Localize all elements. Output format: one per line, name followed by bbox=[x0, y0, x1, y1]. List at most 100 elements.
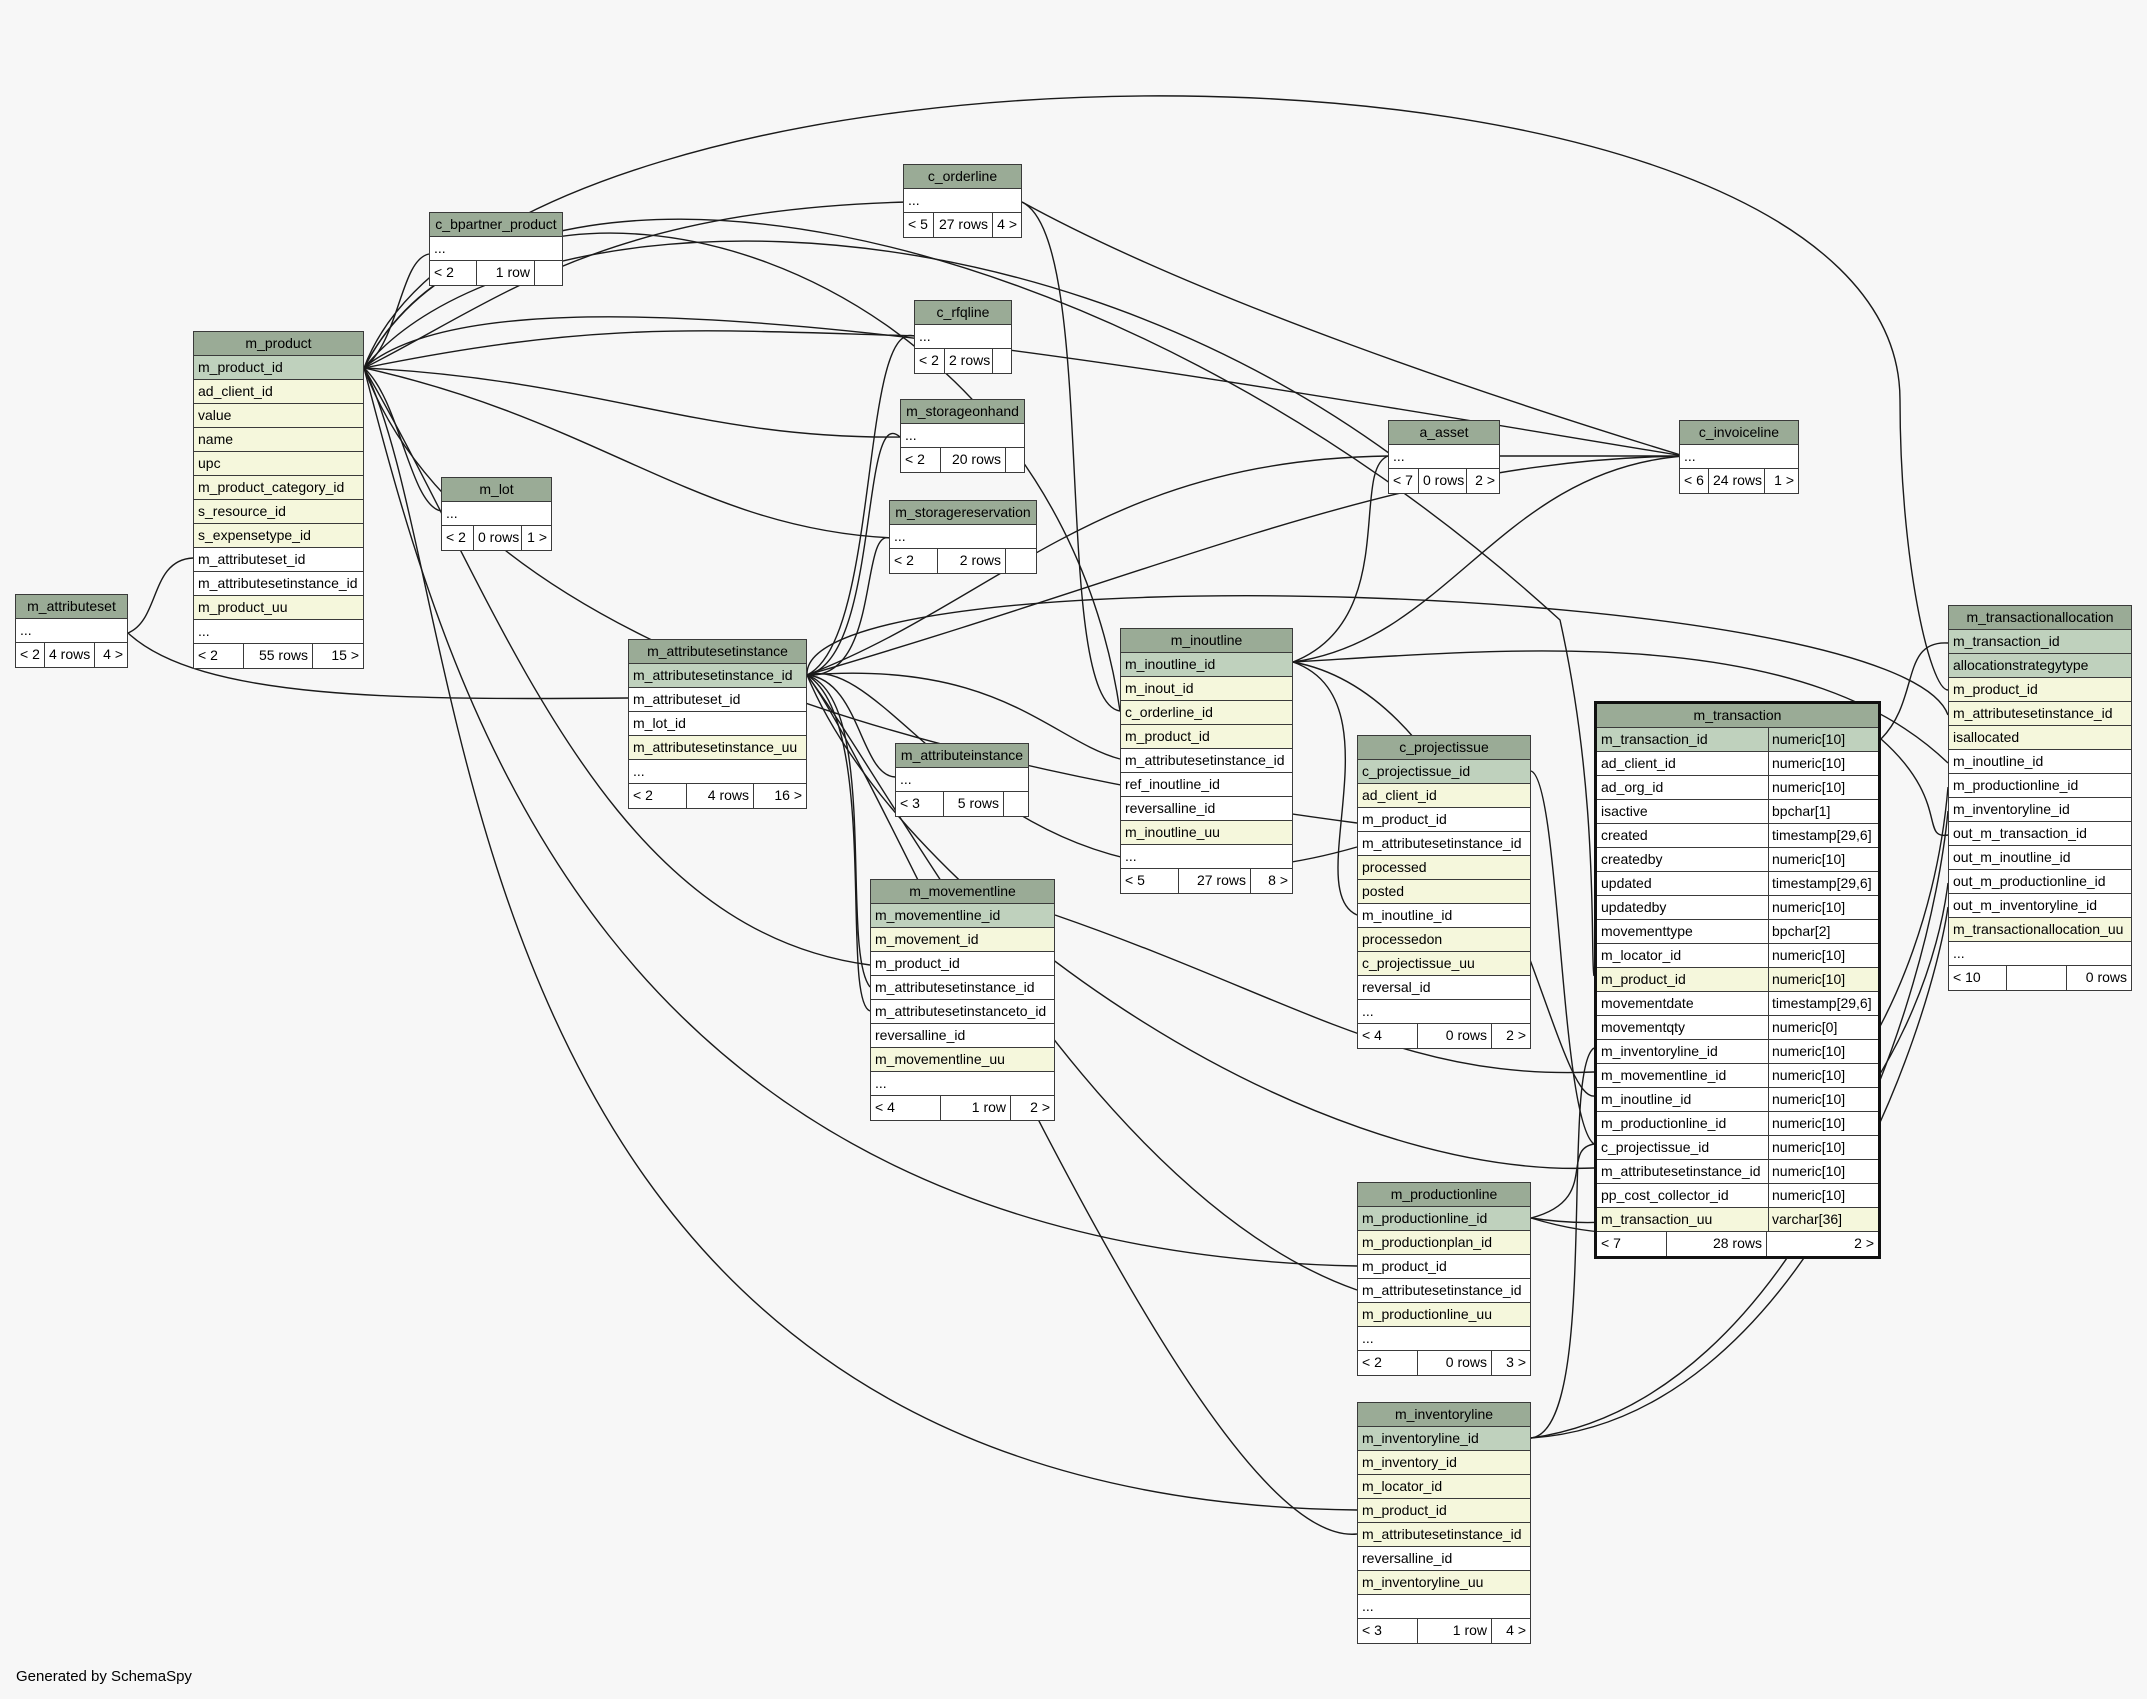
column-row[interactable]: m_attributesetinstance_id bbox=[1949, 702, 2131, 726]
table-header[interactable]: m_attributesetinstance bbox=[629, 640, 806, 664]
column-row[interactable]: ... bbox=[1358, 1000, 1530, 1024]
column-row[interactable]: m_product_id bbox=[1358, 808, 1530, 832]
parents-link[interactable]: < 4 bbox=[1358, 1024, 1418, 1048]
column-row[interactable]: c_projectissue_id bbox=[1358, 760, 1530, 784]
parents-link[interactable]: < 3 bbox=[896, 792, 944, 816]
table-header[interactable]: c_orderline bbox=[904, 165, 1021, 189]
table-header[interactable]: c_projectissue bbox=[1358, 736, 1530, 760]
column-row[interactable]: m_attributesetinstance_id bbox=[629, 664, 806, 688]
column-row[interactable]: m_attributesetinstanceto_id bbox=[871, 1000, 1054, 1024]
column-row[interactable]: m_productionline_uu bbox=[1358, 1303, 1530, 1327]
table-header[interactable]: m_inoutline bbox=[1121, 629, 1292, 653]
column-row[interactable]: c_orderline_id bbox=[1121, 701, 1292, 725]
children-link[interactable] bbox=[535, 261, 562, 285]
children-link[interactable]: 15 > bbox=[331, 647, 359, 663]
column-row[interactable]: out_m_transaction_id bbox=[1949, 822, 2131, 846]
table-header[interactable]: m_attributeinstance bbox=[896, 744, 1028, 768]
column-row[interactable]: ... bbox=[430, 237, 562, 261]
parents-link[interactable]: < 2 bbox=[629, 784, 687, 808]
children-link[interactable]: 16 > bbox=[774, 787, 802, 803]
children-link[interactable] bbox=[1006, 448, 1024, 472]
column-row[interactable]: out_m_productionline_id bbox=[1949, 870, 2131, 894]
column-row[interactable]: isallocated bbox=[1949, 726, 2131, 750]
column-row[interactable]: ... bbox=[890, 525, 1036, 549]
children-link[interactable]: 1 > bbox=[1774, 472, 1794, 488]
table-header[interactable]: m_storagereservation bbox=[890, 501, 1036, 525]
column-row[interactable]: posted bbox=[1358, 880, 1530, 904]
children-link[interactable]: 1 > bbox=[527, 529, 547, 545]
column-row[interactable]: ad_client_id bbox=[194, 380, 363, 404]
column-row[interactable]: m_attributesetinstance_id bbox=[1358, 1279, 1530, 1303]
column-row[interactable]: m_product_id bbox=[871, 952, 1054, 976]
children-link[interactable] bbox=[1006, 549, 1036, 573]
column-row[interactable]: m_inventoryline_id bbox=[1949, 798, 2131, 822]
parents-link[interactable]: < 7 bbox=[1597, 1232, 1667, 1256]
children-link[interactable]: 3 > bbox=[1506, 1354, 1526, 1370]
children-link[interactable]: 8 > bbox=[1268, 872, 1288, 888]
column-row[interactable]: m_product_uu bbox=[194, 596, 363, 620]
column-row[interactable]: m_inventoryline_uu bbox=[1358, 1571, 1530, 1595]
column-row[interactable]: m_inoutline_id bbox=[1358, 904, 1530, 928]
column-row[interactable]: out_m_inoutline_id bbox=[1949, 846, 2131, 870]
parents-link[interactable]: < 4 bbox=[871, 1096, 941, 1120]
children-link[interactable]: 2 > bbox=[1030, 1099, 1050, 1115]
column-row[interactable]: m_product_id bbox=[1358, 1255, 1530, 1279]
column-row[interactable]: ... bbox=[16, 619, 127, 643]
column-row[interactable]: m_productionline_id bbox=[1949, 774, 2131, 798]
table-header[interactable]: a_asset bbox=[1389, 421, 1499, 445]
column-row[interactable]: m_inoutline_id bbox=[1121, 653, 1292, 677]
column-row[interactable]: ... bbox=[904, 189, 1021, 213]
column-row[interactable]: allocationstrategytype bbox=[1949, 654, 2131, 678]
children-link[interactable] bbox=[1004, 792, 1028, 816]
children-link[interactable]: 4 > bbox=[1506, 1622, 1526, 1638]
table-header[interactable]: c_invoiceline bbox=[1680, 421, 1798, 445]
column-row[interactable]: reversalline_id bbox=[871, 1024, 1054, 1048]
column-row[interactable]: m_attributeset_id bbox=[629, 688, 806, 712]
children-link[interactable]: 4 > bbox=[103, 646, 123, 662]
column-row[interactable]: reversal_id bbox=[1358, 976, 1530, 1000]
column-row[interactable]: out_m_inventoryline_id bbox=[1949, 894, 2131, 918]
table-header[interactable]: m_lot bbox=[442, 478, 551, 502]
column-row[interactable]: m_productionline_id bbox=[1358, 1207, 1530, 1231]
column-row[interactable]: m_transaction_id bbox=[1949, 630, 2131, 654]
children-link[interactable]: 0 rows bbox=[2085, 969, 2127, 985]
parents-link[interactable]: < 2 bbox=[442, 526, 474, 550]
column-row[interactable]: m_movementline_uu bbox=[871, 1048, 1054, 1072]
column-row[interactable]: upc bbox=[194, 452, 363, 476]
column-row[interactable]: ... bbox=[1680, 445, 1798, 469]
parents-link[interactable]: < 10 bbox=[1949, 966, 2007, 990]
column-row[interactable]: m_inventoryline_id bbox=[1358, 1427, 1530, 1451]
children-link[interactable]: 2 > bbox=[1475, 472, 1495, 488]
column-row[interactable]: m_movement_id bbox=[871, 928, 1054, 952]
column-row[interactable]: ... bbox=[1121, 845, 1292, 869]
column-row[interactable]: m_product_id bbox=[194, 356, 363, 380]
column-row[interactable]: ref_inoutline_id bbox=[1121, 773, 1292, 797]
parents-link[interactable]: < 2 bbox=[890, 549, 938, 573]
